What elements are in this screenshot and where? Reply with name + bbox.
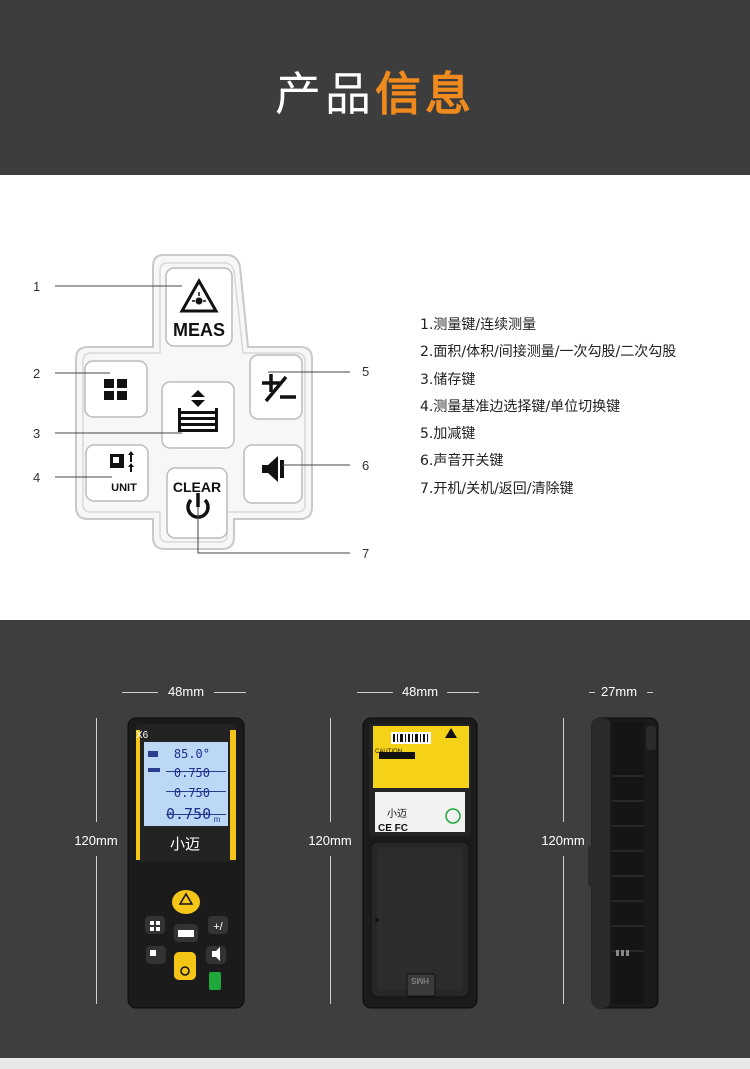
device-side-view <box>588 717 659 1009</box>
meas-key <box>165 267 233 347</box>
lcd-value: 0.750 <box>173 766 210 780</box>
unit-key <box>85 444 149 502</box>
device-back-view <box>362 717 478 1009</box>
dimension-line <box>589 692 595 693</box>
title-part-orange: 信息 <box>375 67 475 121</box>
speaker-icon <box>262 456 284 482</box>
clear-key-label[interactable]: CLEAR <box>172 479 222 495</box>
key-description: 3.储存键 <box>420 371 476 388</box>
key-description: 7.开机/关机/返回/清除键 <box>420 480 574 497</box>
back-height-label: 120mm <box>308 833 352 848</box>
dimension-line <box>447 692 479 693</box>
area-key <box>84 360 148 418</box>
dimension-line <box>563 856 564 1004</box>
lcd-unit: m <box>213 815 221 824</box>
memory-icon <box>178 390 218 432</box>
clear-button <box>174 952 196 980</box>
caution-text: CAUTION <box>375 749 402 755</box>
dimension-line <box>330 718 331 822</box>
unit-key-label[interactable]: UNIT <box>111 482 137 494</box>
lcd-value: 0.750 <box>173 786 210 800</box>
bottom-mark: HMS <box>411 976 429 985</box>
cert-label <box>375 792 465 832</box>
yellow-stripe <box>230 730 236 860</box>
lcd-angle: 85.0° <box>173 747 210 761</box>
key-description: 2.面积/体积/间接测量/一次勾股/二次勾股 <box>420 344 677 361</box>
plus-minus-icon <box>262 374 296 403</box>
key-description: 6.声音开关键 <box>420 453 504 470</box>
meas-key-label[interactable]: MEAS <box>172 320 225 340</box>
callout-lines <box>55 285 350 554</box>
back-width-label: 48mm <box>401 684 439 699</box>
meas-button <box>172 890 200 914</box>
key-description: 5.加减键 <box>420 426 476 443</box>
dimension-line <box>214 692 246 693</box>
dimension-line <box>357 692 393 693</box>
front-width-label: 48mm <box>167 684 205 699</box>
side-height-label: 120mm <box>541 833 585 848</box>
key-description: 4.测量基准边选择键/单位切换键 <box>420 398 621 415</box>
bubble-level <box>209 972 221 990</box>
callout-number: 2 <box>33 366 41 381</box>
dimension-line <box>122 692 158 693</box>
keypad-diagram <box>55 254 350 554</box>
page-title: 产品信息 <box>0 62 750 126</box>
callout-number: 4 <box>33 470 41 485</box>
device-front-view: +/ <box>127 717 245 1009</box>
header-banner: 产品信息 <box>0 0 750 175</box>
unit-icon <box>110 451 134 472</box>
keypad-section: MEAS UNIT CLEAR 1 2 3 4 5 6 7 1.测量键/连续测量… <box>0 175 750 620</box>
callout-number: 6 <box>362 458 370 473</box>
laser-warning-icon <box>179 277 219 313</box>
svg-text:+/: +/ <box>213 921 223 933</box>
dimension-line <box>647 692 653 693</box>
device-brand: 小迈 <box>169 835 200 853</box>
callout-number: 1 <box>33 279 41 294</box>
dimension-line <box>96 718 97 822</box>
back-brand: 小迈 <box>387 809 407 820</box>
front-height-label: 120mm <box>74 833 118 848</box>
callout-number: 5 <box>362 364 370 379</box>
dimension-line <box>563 718 564 822</box>
device-model: X6 <box>136 730 149 741</box>
key-description-list: 1.测量键/连续测量 2.面积/体积/间接测量/一次勾股/二次勾股 3.储存键 … <box>420 312 676 503</box>
key-description: 1.测量键/连续测量 <box>420 317 537 333</box>
dimension-line <box>96 856 97 1004</box>
callout-number: 3 <box>33 426 41 441</box>
dimension-line <box>330 856 331 1004</box>
bottom-strip <box>0 1058 750 1069</box>
title-part-white: 产品 <box>275 67 375 121</box>
certification-marks: CE FC <box>378 823 408 834</box>
product-dimensions-band: 48mm 48mm 27mm 120mm 120mm 120mm +/ <box>0 620 750 1058</box>
lcd-value-main: 0.750 <box>166 805 212 823</box>
callout-number: 7 <box>362 546 370 561</box>
side-width-label: 27mm <box>600 684 638 699</box>
grid-icon <box>104 379 127 400</box>
